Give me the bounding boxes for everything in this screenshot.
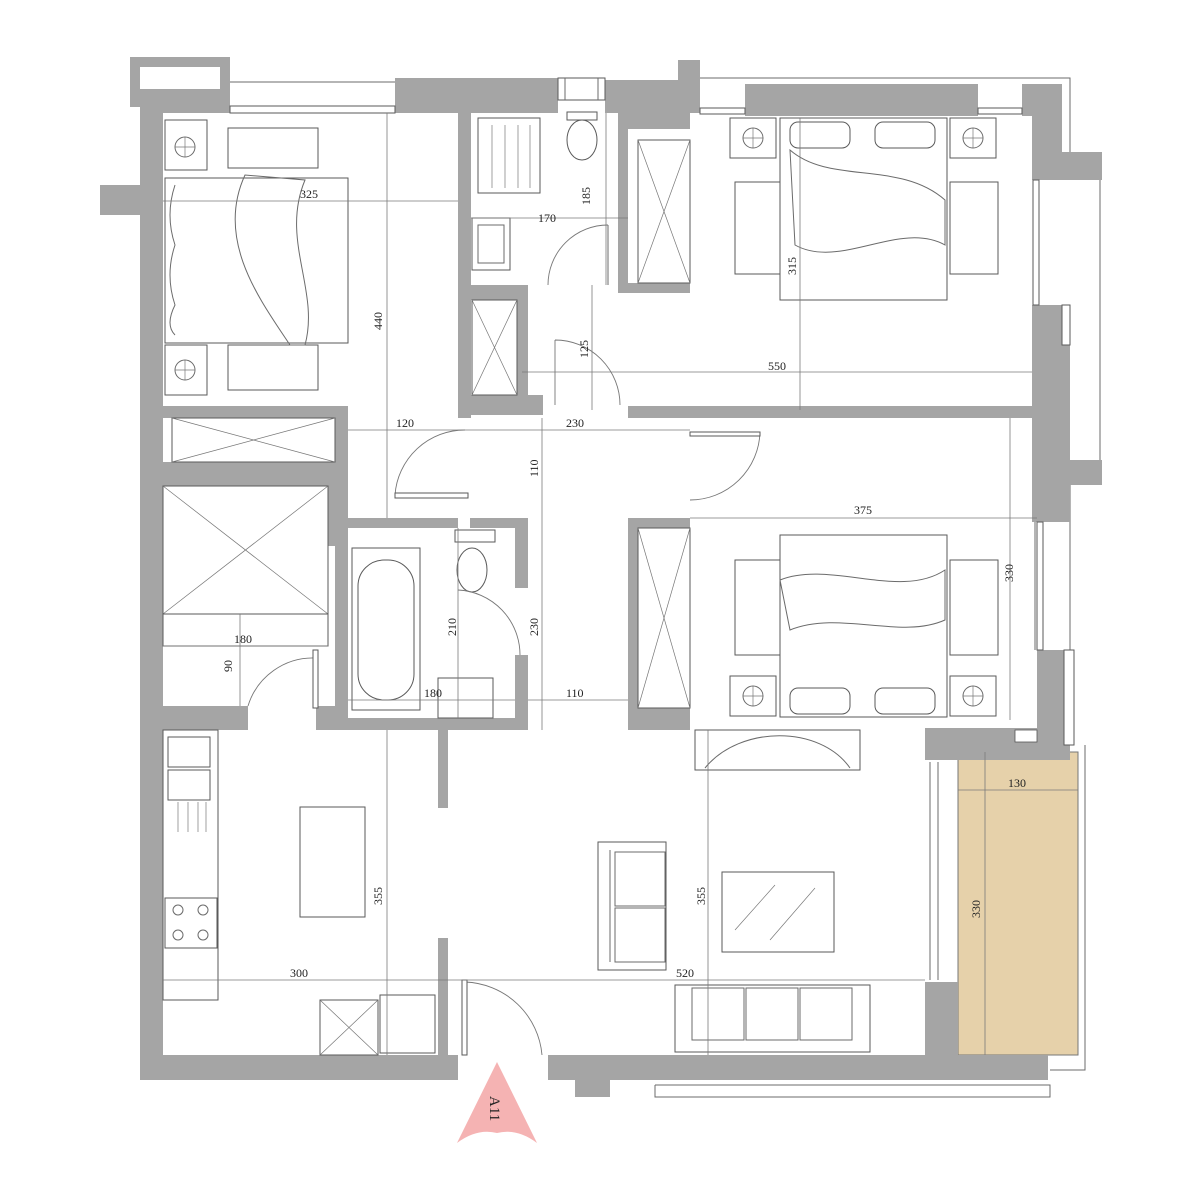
rug <box>734 181 781 275</box>
bath-top <box>471 111 609 396</box>
rug <box>227 344 319 391</box>
master-bedroom <box>554 117 999 406</box>
dim-kitchen-width: 300 <box>290 966 308 980</box>
toilet <box>456 547 488 593</box>
dim-hall-top: 230 <box>566 416 584 430</box>
dim-corridor-low: 110 <box>566 686 584 700</box>
dim-master-width: 550 <box>768 359 786 373</box>
windows <box>229 77 1075 746</box>
dim-bedroom-nw-width: 325 <box>300 187 318 201</box>
dim-kitchen-depth: 355 <box>371 887 385 905</box>
toilet <box>566 119 598 161</box>
dim-bedroom-se-width: 375 <box>854 503 872 517</box>
dim-hall-depth: 110 <box>527 459 541 477</box>
bed <box>164 177 349 344</box>
bedroom-nw <box>164 119 349 463</box>
dim-bath-mid-depth: 210 <box>445 618 459 636</box>
sofa <box>674 984 871 1053</box>
dim-balcony-depth: 330 <box>969 900 983 918</box>
island <box>299 806 366 918</box>
dim-bath-top-depth: 185 <box>579 187 593 205</box>
coffee-table <box>721 871 835 953</box>
dim-corridor-short: 125 <box>577 340 591 358</box>
dim-bedroom-nw-depth: 440 <box>371 312 385 330</box>
cooktop <box>164 897 218 949</box>
dim-study-depth: 90 <box>221 660 235 672</box>
bed <box>779 534 948 718</box>
rug <box>227 127 319 169</box>
dim-study-width: 180 <box>234 632 252 646</box>
dim-bath-mid-width: 180 <box>424 686 442 700</box>
balcony-floor <box>957 751 1079 1056</box>
dimension-lines <box>163 113 1078 1055</box>
living <box>461 729 871 1056</box>
dimension-labels: 325 440 170 185 315 125 550 120 230 110 … <box>221 187 1026 980</box>
sink <box>437 677 494 719</box>
kitchen <box>162 729 436 1056</box>
dim-corridor-mid: 230 <box>527 618 541 636</box>
shower-tray <box>477 117 541 194</box>
sink-basin <box>167 769 211 801</box>
walls <box>100 57 1102 1097</box>
rug <box>949 559 999 656</box>
study <box>162 485 329 709</box>
dim-bath-top-width: 170 <box>538 211 556 225</box>
dim-master-wardrobe-depth: 315 <box>785 257 799 275</box>
rug <box>949 181 999 275</box>
cabinet <box>379 994 436 1054</box>
dim-living-width: 520 <box>676 966 694 980</box>
north-arrow: A11 <box>457 1062 537 1143</box>
sink-basin <box>167 736 211 768</box>
north-arrow-label: A11 <box>486 1096 502 1121</box>
dim-bedroom-se-depth: 330 <box>1002 564 1016 582</box>
dim-living-depth: 355 <box>694 887 708 905</box>
nightstand <box>164 119 208 171</box>
tv-console <box>694 729 861 771</box>
dim-hall-left: 120 <box>396 416 414 430</box>
rug <box>734 559 781 656</box>
hall-doors <box>394 429 761 501</box>
dim-balcony-width: 130 <box>1008 776 1026 790</box>
bedroom-se <box>637 527 999 718</box>
toilet-tank <box>454 529 496 543</box>
